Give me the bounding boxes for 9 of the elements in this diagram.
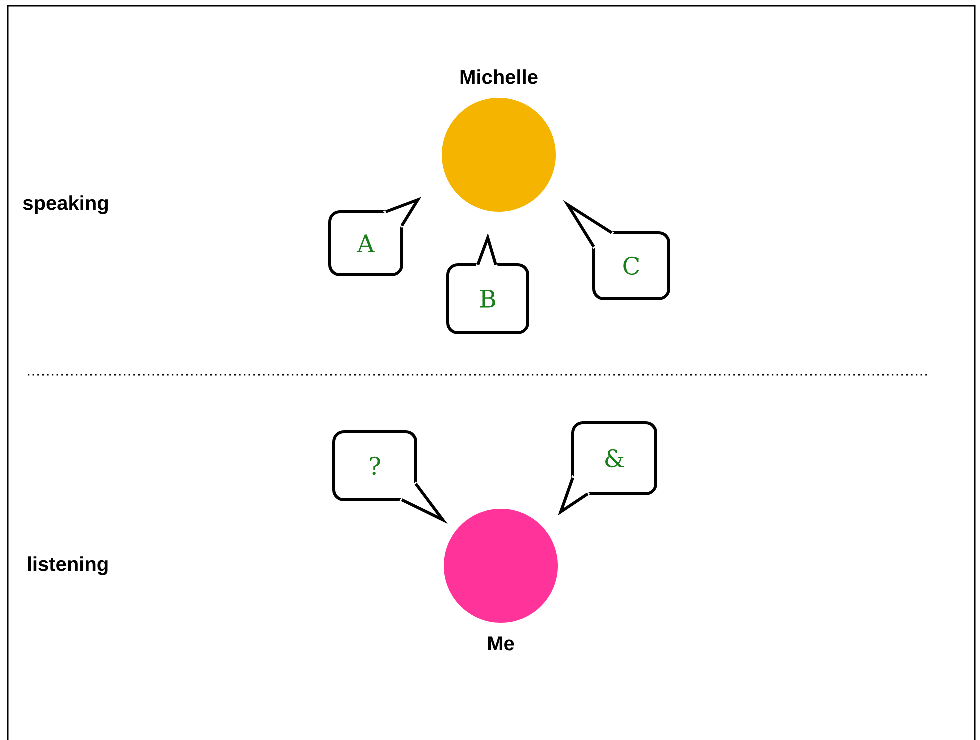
row-label: speaking xyxy=(23,196,108,214)
speech-bubble: A xyxy=(328,197,422,276)
node-label: Me xyxy=(488,636,514,651)
speech-bubble: B xyxy=(446,233,530,334)
row-label: listening xyxy=(28,556,108,576)
speech-bubble: C xyxy=(563,200,670,300)
node-label: Michelle xyxy=(460,70,538,84)
speech-bubble: ? xyxy=(332,430,448,524)
speech-bubble: & xyxy=(558,422,658,516)
